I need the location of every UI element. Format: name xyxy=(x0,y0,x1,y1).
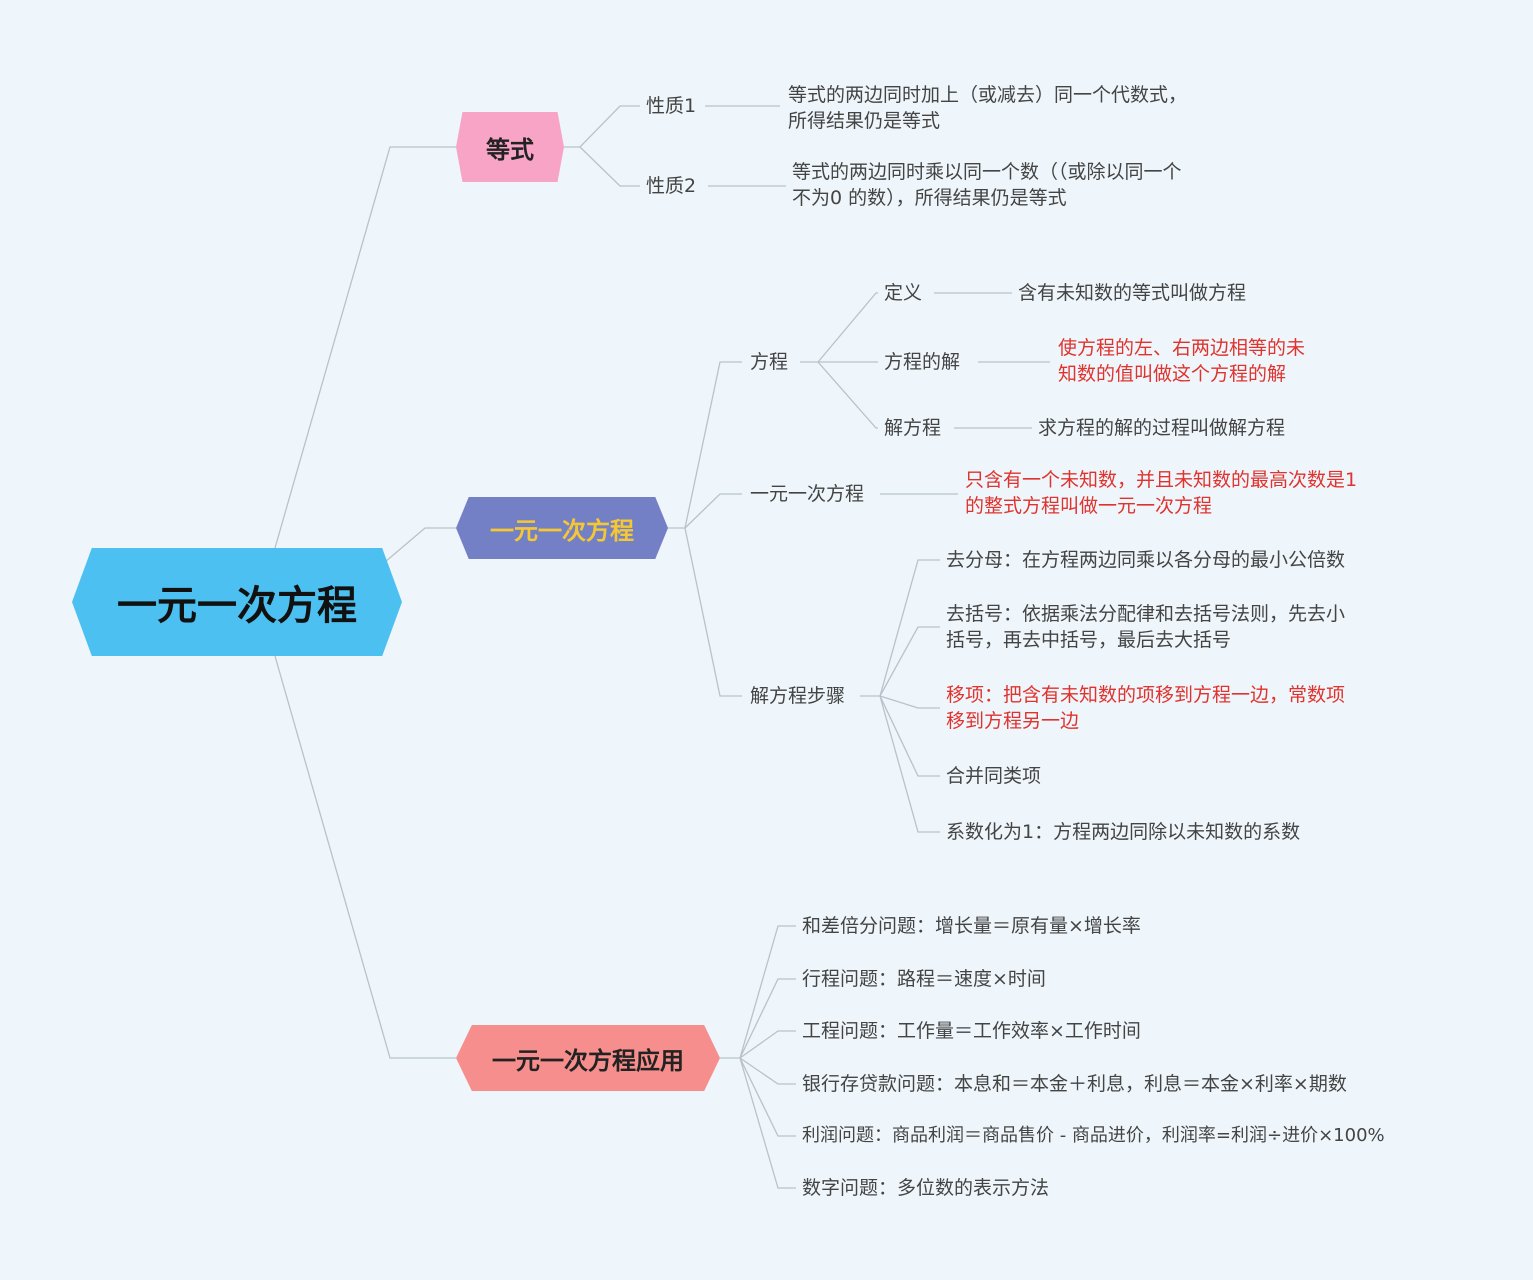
dengshi-prop2-desc: 等式的两边同时乘以同一个数（（或除以同一个 不为0 的数），所得结果仍是等式 xyxy=(792,159,1182,211)
branch-fangcheng-label: 一元一次方程 xyxy=(490,516,634,545)
branch-yingyong: 一元一次方程应用 xyxy=(456,1025,720,1091)
dengshi-prop1-desc: 等式的两边同时加上（或减去）同一个代数式， 所得结果仍是等式 xyxy=(788,82,1187,134)
dengshi-prop2-desc-line2: 不为0 的数），所得结果仍是等式 xyxy=(792,187,1067,209)
dengshi-prop2-desc-line1: 等式的两边同时乘以同一个数（（或除以同一个 xyxy=(792,161,1182,183)
root-node: 一元一次方程 xyxy=(72,548,402,656)
application-item: 工程问题：工作量＝工作效率×工作时间 xyxy=(802,1020,1141,1042)
definition-label: 定义 xyxy=(884,282,923,304)
step-item: 移项：把含有未知数的项移到方程一边，常数项 移到方程另一边 xyxy=(946,682,1345,734)
step-item-line2: 移到方程另一边 xyxy=(946,710,1080,732)
root-label: 一元一次方程 xyxy=(117,583,357,629)
step-item-line1: 移项：把含有未知数的项移到方程一边，常数项 xyxy=(946,684,1346,706)
solution-desc-line2: 知数的值叫做这个方程的解 xyxy=(1058,363,1287,385)
step-item: 合并同类项 xyxy=(946,765,1042,787)
definition-desc: 含有未知数的等式叫做方程 xyxy=(1018,282,1247,304)
application-item: 数字问题：多位数的表示方法 xyxy=(802,1177,1050,1199)
solution-label: 方程的解 xyxy=(884,351,961,373)
solving-label: 解方程 xyxy=(884,417,942,439)
application-item: 利润问题：商品利润＝商品售价 - 商品进价，利润率=利润÷进价×100% xyxy=(802,1125,1385,1146)
branch-dengshi-label: 等式 xyxy=(486,135,534,164)
application-item: 银行存贷款问题：本息和＝本金＋利息，利息＝本金×利率×期数 xyxy=(802,1073,1347,1095)
solution-desc: 使方程的左、右两边相等的未 知数的值叫做这个方程的解 xyxy=(1058,335,1305,387)
linear-equation-label: 一元一次方程 xyxy=(750,483,865,505)
linear-equation-desc: 只含有一个未知数，并且未知数的最高次数是1 的整式方程叫做一元一次方程 xyxy=(965,467,1357,519)
branch-yingyong-label: 一元一次方程应用 xyxy=(492,1046,684,1075)
step-item-line1: 去括号：依据乘法分配律和去括号法则，先去小 xyxy=(946,603,1346,625)
application-item: 行程问题：路程＝速度×时间 xyxy=(802,968,1046,990)
step-item: 系数化为1：方程两边同除以未知数的系数 xyxy=(946,821,1301,843)
branch-dengshi: 等式 xyxy=(456,112,564,182)
linear-equation-desc-line1: 只含有一个未知数，并且未知数的最高次数是1 xyxy=(965,469,1358,491)
dengshi-prop2-label: 性质2 xyxy=(646,175,697,197)
steps-label: 解方程步骤 xyxy=(750,685,846,707)
branch-fangcheng: 一元一次方程 xyxy=(456,497,668,559)
solution-desc-line1: 使方程的左、右两边相等的未 xyxy=(1058,337,1306,359)
step-item: 去分母：在方程两边同乘以各分母的最小公倍数 xyxy=(946,549,1346,571)
fangcheng-label: 方程 xyxy=(750,351,789,373)
step-item-line2: 括号，再去中括号，最后去大括号 xyxy=(946,629,1232,651)
dengshi-prop1-desc-line2: 所得结果仍是等式 xyxy=(788,110,941,132)
step-item: 去括号：依据乘法分配律和去括号法则，先去小 括号，再去中括号，最后去大括号 xyxy=(946,601,1345,653)
linear-equation-desc-line2: 的整式方程叫做一元一次方程 xyxy=(965,495,1213,517)
dengshi-prop1-desc-line1: 等式的两边同时加上（或减去）同一个代数式， xyxy=(788,84,1188,106)
solving-desc: 求方程的解的过程叫做解方程 xyxy=(1038,417,1286,439)
dengshi-prop1-label: 性质1 xyxy=(646,95,697,117)
application-item: 和差倍分问题：增长量＝原有量×增长率 xyxy=(802,915,1141,937)
